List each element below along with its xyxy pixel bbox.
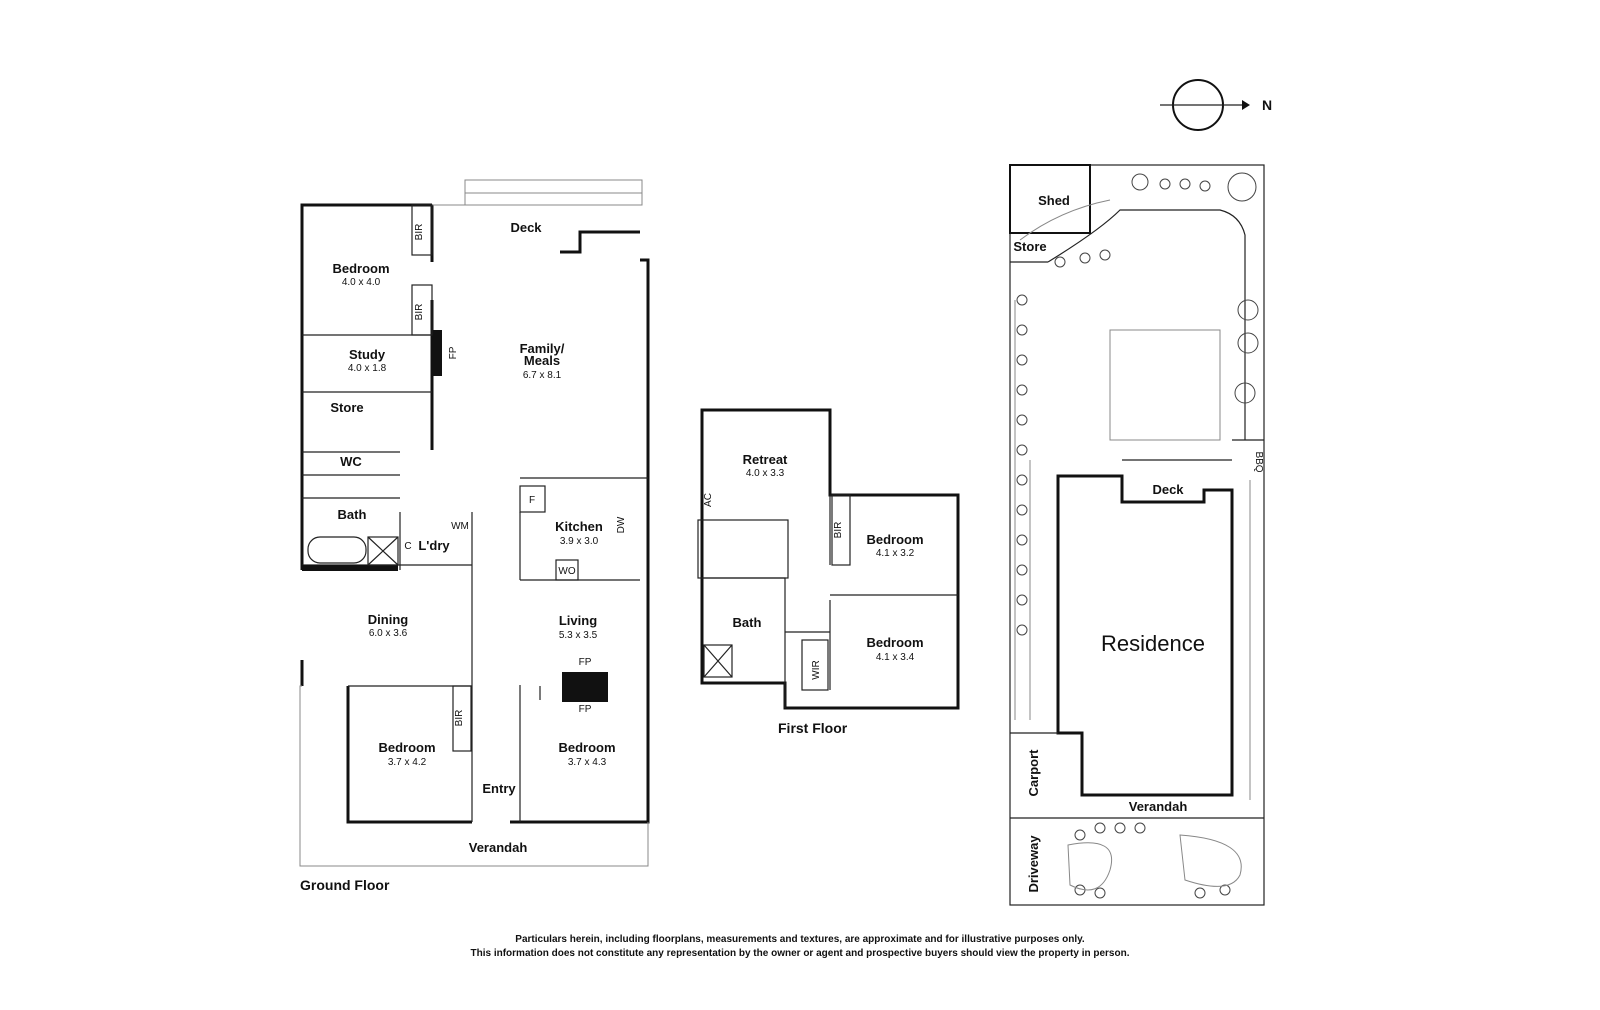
bedroom-dimensions: 4.0 x 4.0: [342, 277, 381, 288]
dining-dimensions: 6.0 x 3.6: [369, 628, 408, 639]
compass-icon: N: [1160, 79, 1272, 131]
family-label: Family/: [520, 341, 565, 356]
retreat-dimensions: 4.0 x 3.3: [746, 468, 785, 479]
verandah-label: Verandah: [469, 840, 528, 855]
bath-label: Bath: [338, 507, 367, 522]
shed-label: Shed: [1038, 193, 1070, 208]
kitchen-label: Kitchen: [555, 519, 603, 534]
residence-label: Residence: [1101, 631, 1205, 656]
fireplace-label: FP: [579, 704, 592, 715]
bedroom-dimensions: 4.1 x 3.4: [876, 652, 915, 663]
first-floor-caption: First Floor: [778, 720, 848, 736]
fireplace-label: FP: [448, 346, 459, 359]
trees-icon: [1016, 172, 1259, 899]
bedroom-label: Bedroom: [332, 261, 389, 276]
living-label: Living: [559, 613, 597, 628]
dining-label: Dining: [368, 612, 408, 627]
bedroom-dimensions: 3.7 x 4.2: [388, 757, 427, 768]
kitchen-dimensions: 3.9 x 3.0: [560, 536, 599, 547]
meals-label: Meals: [524, 353, 560, 368]
laundry-label: L'dry: [418, 538, 450, 553]
bedroom-label: Bedroom: [866, 635, 923, 650]
bedroom-dimensions: 4.1 x 3.2: [876, 548, 915, 559]
fireplace-label: FP: [579, 657, 592, 668]
bath-label: Bath: [733, 615, 762, 630]
dishwasher-label: DW: [616, 516, 627, 533]
bedroom-label: Bedroom: [866, 532, 923, 547]
driveway-label: Driveway: [1026, 835, 1041, 893]
disclaimer-line-1: Particulars herein, including floorplans…: [515, 934, 1085, 945]
bbq-label: BBQ: [1253, 451, 1264, 472]
bedroom-dimensions: 3.7 x 4.3: [568, 757, 607, 768]
verandah-label: Verandah: [1129, 799, 1188, 814]
living-dimensions: 5.3 x 3.5: [559, 630, 598, 641]
bir-label: BIR: [414, 304, 425, 321]
ground-floor-caption: Ground Floor: [300, 877, 390, 893]
bir-label: BIR: [454, 710, 465, 727]
disclaimer-line-2: This information does not constitute any…: [470, 948, 1130, 959]
ac-label: AC: [703, 493, 714, 507]
cupboard-label: C: [404, 541, 411, 552]
wir-label: WIR: [811, 660, 822, 679]
bedroom-label: Bedroom: [378, 740, 435, 755]
store-label: Store: [330, 400, 363, 415]
site-plan: Shed Store BBQ Deck Residence Carport Ve…: [1009, 164, 1265, 906]
store-label: Store: [1013, 239, 1046, 254]
wall-oven-label: WO: [558, 566, 575, 577]
wc-label: WC: [340, 454, 362, 469]
bedroom-label: Bedroom: [558, 740, 615, 755]
carport-label: Carport: [1026, 749, 1041, 797]
fridge-label: F: [529, 495, 535, 506]
entry-label: Entry: [482, 781, 516, 796]
bir-label: BIR: [414, 224, 425, 241]
compass-north-label: N: [1262, 97, 1272, 113]
bir-label: BIR: [833, 522, 844, 539]
washing-machine-label: WM: [451, 521, 469, 532]
first-floor-plan: Retreat 4.0 x 3.3 AC BIR Bedroom 4.1 x 3…: [697, 408, 960, 736]
ground-floor-plan: Deck Bedroom 4.0 x 4.0 BIR BIR FP Study …: [299, 179, 650, 893]
study-label: Study: [349, 347, 386, 362]
retreat-label: Retreat: [743, 452, 788, 467]
study-dimensions: 4.0 x 1.8: [348, 363, 387, 374]
family-dimensions: 6.7 x 8.1: [523, 370, 562, 381]
deck-label: Deck: [1152, 482, 1184, 497]
deck-label: Deck: [510, 220, 542, 235]
